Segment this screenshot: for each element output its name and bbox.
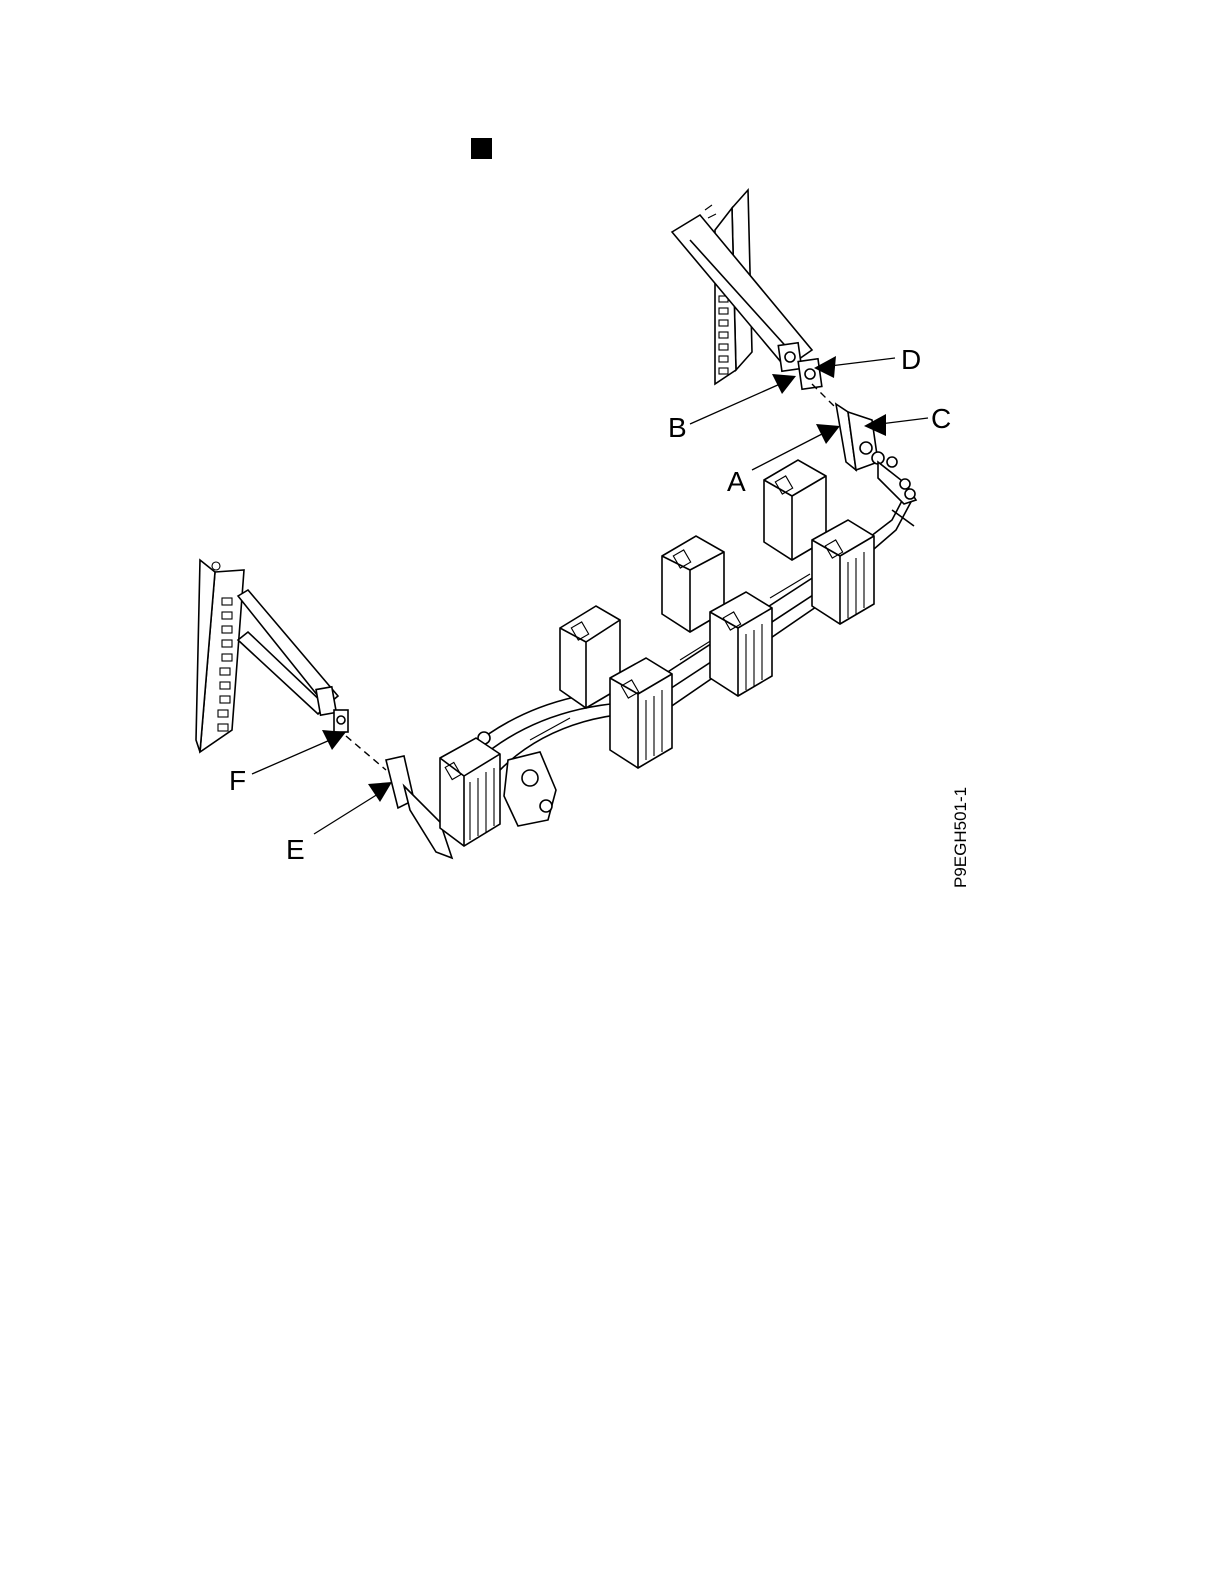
leader-e — [314, 782, 392, 834]
callout-e: E — [286, 834, 305, 865]
callout-f: F — [229, 765, 246, 796]
leader-d — [814, 356, 895, 378]
arrow-a-icon — [816, 424, 840, 444]
leader-f — [252, 730, 346, 774]
leader-b — [690, 374, 796, 424]
figure-id: P9EGH501-1 — [951, 787, 970, 888]
callout-b: B — [668, 412, 687, 443]
cable-management-arm — [386, 404, 916, 858]
right-rack-rail — [672, 190, 822, 389]
arrow-e-icon — [368, 782, 392, 802]
left-rack-rail — [196, 560, 348, 752]
arrow-b-icon — [772, 374, 796, 394]
arrow-f-icon — [322, 730, 346, 750]
callout-a: A — [727, 466, 746, 497]
callout-d: D — [901, 344, 921, 375]
callout-c: C — [931, 403, 951, 434]
